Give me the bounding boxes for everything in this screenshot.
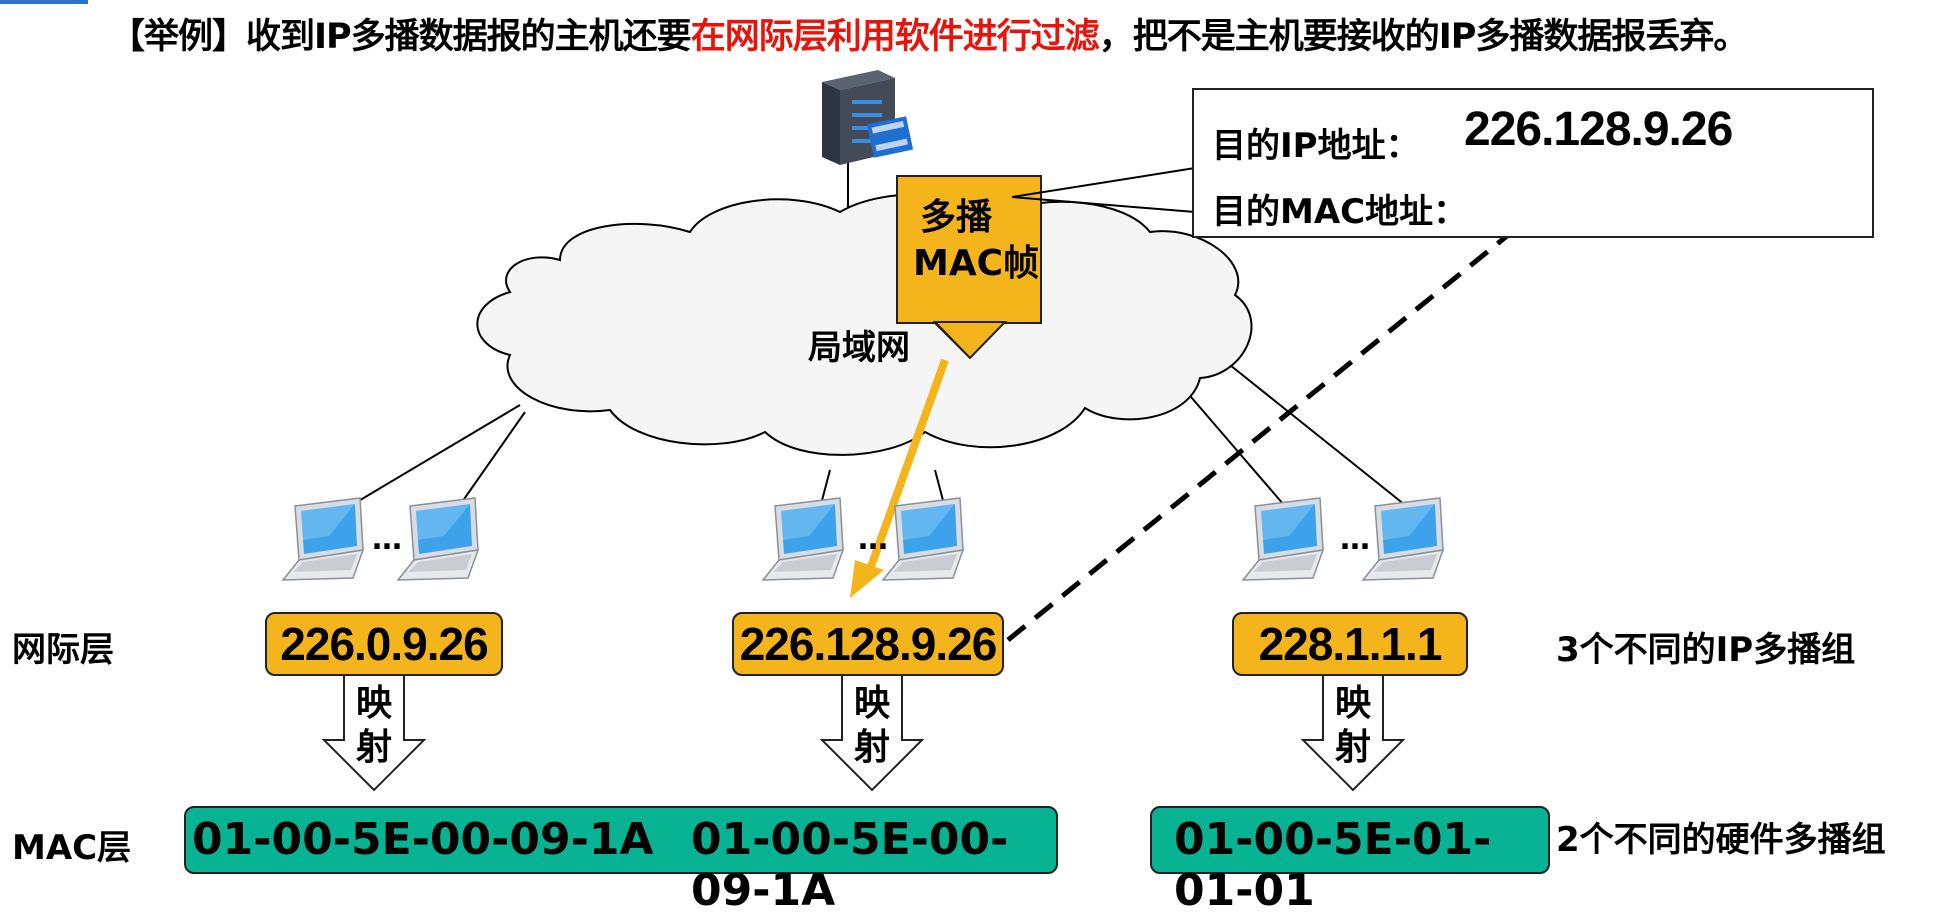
laptop-ellipsis-2: … [858, 522, 888, 557]
delivery-arrow [850, 358, 949, 598]
laptop-icon [281, 497, 365, 581]
mac-address-left: 01-00-5E-00-09-1A [192, 814, 654, 865]
mac-box-shared: 01-00-5E-00-09-1A 01-00-5E-00-09-1A [184, 806, 1058, 916]
laptop-icon [1361, 497, 1445, 581]
dest-ip-value: 226.128.9.26 [1464, 103, 1733, 156]
network-diagram [281, 70, 1606, 792]
laptop-ellipsis-1: … [372, 522, 402, 557]
network-layer-label: 网际层 [12, 630, 114, 670]
mapping-arrows [321, 673, 1406, 792]
mac-address-right: 01-00-5E-00-09-1A [691, 814, 1009, 916]
ip-groups-note: 3个不同的IP多播组 [1556, 630, 1856, 670]
mac-address-third: 01-00-5E-01-01-01 [1174, 814, 1492, 916]
frame-label-line2: MAC帧 [913, 243, 1040, 284]
laptops [281, 497, 1445, 581]
laptop-icon [1241, 497, 1325, 581]
laptop-icon [396, 497, 480, 581]
ip-group-box-3: 228.1.1.1 [1232, 612, 1468, 676]
dashed-match-arrow [1006, 156, 1606, 642]
mac-layer-label: MAC层 [12, 828, 132, 868]
frame-arrow-head [932, 321, 1008, 360]
title-highlight: 在网际层利用软件进行过滤 [690, 17, 1100, 57]
callout-line-mac [1011, 196, 1196, 213]
title-prefix: 【举例】收到IP多播数据报的主机还要 [110, 17, 692, 57]
ip-group-box-2: 226.128.9.26 [732, 612, 1004, 676]
lan-cloud [476, 193, 1253, 456]
dest-mac-label: 目的MAC地址： [1212, 192, 1468, 232]
slide-title: 【举例】收到IP多播数据报的主机还要在网际层利用软件进行过滤，把不是主机要接收的… [110, 8, 1920, 59]
mac-box-third: 01-00-5E-01-01-01 [1150, 806, 1550, 916]
callout-line-ip [1011, 167, 1196, 198]
mapping-label-3: 映射 [1334, 683, 1371, 768]
hw-groups-note: 2个不同的硬件多播组 [1556, 820, 1886, 860]
cloud-label: 局域网 [808, 328, 910, 368]
slide-accent-bar [0, 0, 88, 4]
frame-label-line1: 多播 [920, 197, 993, 238]
laptop-icon [881, 497, 965, 581]
server-icon [822, 70, 914, 165]
frame-info-box: 目的IP地址： 226.128.9.26 目的MAC地址： [1192, 88, 1874, 238]
laptop-ellipsis-3: … [1340, 522, 1370, 557]
mapping-label-2: 映射 [853, 683, 890, 768]
laptop-icon [761, 497, 845, 581]
dest-ip-label: 目的IP地址： [1212, 126, 1420, 166]
mapping-label-1: 映射 [355, 683, 392, 768]
title-suffix: ，把不是主机要接收的IP多播数据报丢弃。 [1098, 17, 1749, 57]
ip-group-box-1: 226.0.9.26 [265, 612, 503, 676]
